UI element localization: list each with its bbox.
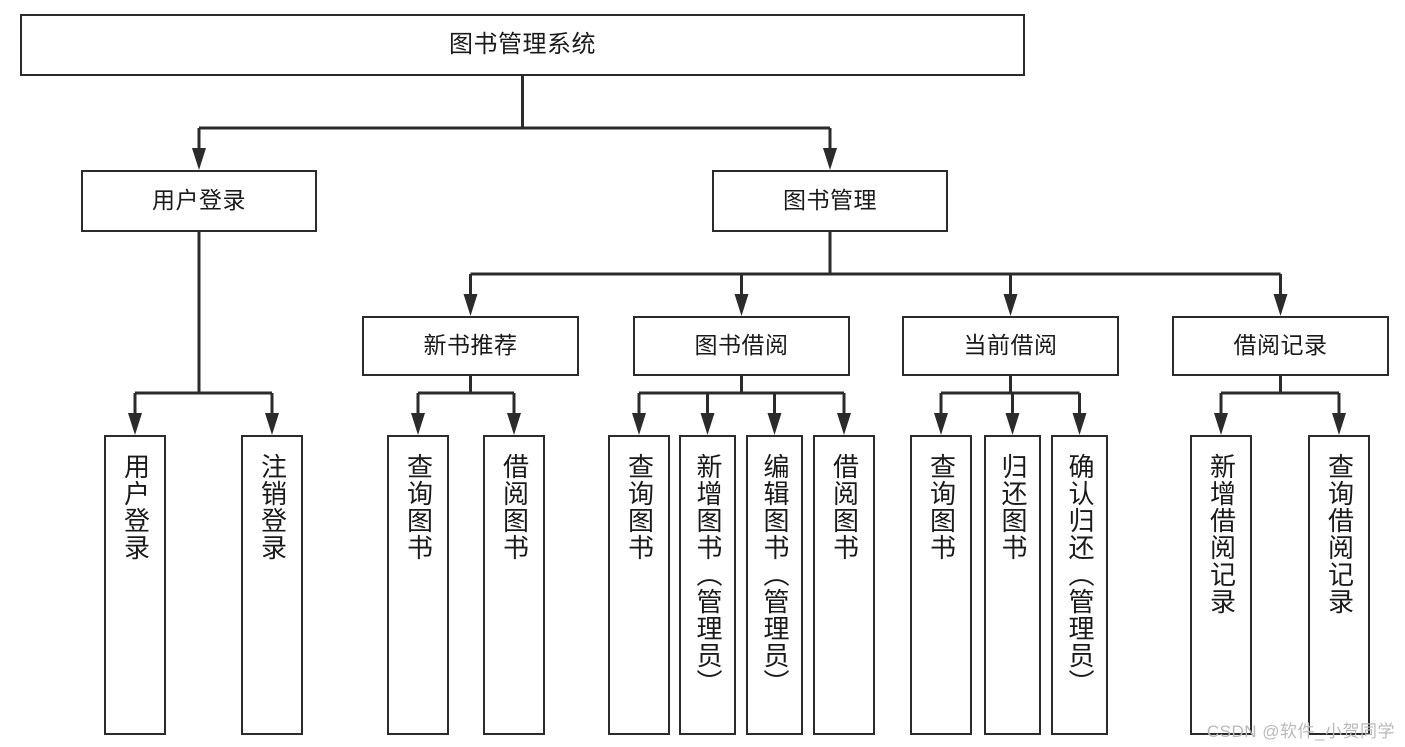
- node-label: 用户登录: [152, 187, 246, 214]
- node-label: 查询图书: [624, 453, 655, 561]
- node-label: 注销登录: [257, 453, 288, 561]
- node-label: 新增图书（管理员）: [693, 453, 724, 696]
- node-label: 查询图书: [926, 453, 957, 561]
- node-n8: 注销登录: [241, 435, 303, 735]
- node-label: 图书管理: [783, 187, 877, 214]
- watermark: CSDN @软件_小贺同学: [1206, 722, 1395, 741]
- node-n5: 当前借阅: [902, 316, 1119, 376]
- node-n7: 用户登录: [104, 435, 166, 735]
- node-label: 新增借阅记录: [1206, 453, 1237, 615]
- node-n14: 借阅图书: [813, 435, 875, 735]
- node-label: 图书管理系统: [449, 30, 596, 58]
- node-label: 新书推荐: [423, 332, 518, 359]
- node-n4: 图书借阅: [633, 316, 850, 376]
- node-label: 查询借阅记录: [1324, 453, 1355, 615]
- node-label: 借阅记录: [1233, 332, 1328, 359]
- node-n6: 借阅记录: [1172, 316, 1389, 376]
- node-n2: 图书管理: [712, 170, 948, 232]
- node-label: 用户登录: [120, 453, 151, 561]
- node-n17: 确认归还（管理员）: [1051, 435, 1108, 735]
- node-label: 借阅图书: [499, 453, 530, 561]
- node-label: 归还图书: [998, 453, 1029, 561]
- node-n15: 查询图书: [910, 435, 972, 735]
- node-label: 借阅图书: [829, 453, 860, 561]
- node-label: 查询图书: [403, 453, 434, 561]
- node-n9: 查询图书: [387, 435, 449, 735]
- node-n13: 编辑图书（管理员）: [746, 435, 803, 735]
- node-label: 确认归还（管理员）: [1065, 453, 1096, 696]
- node-label: 编辑图书（管理员）: [760, 453, 791, 696]
- node-n1: 用户登录: [81, 170, 317, 232]
- node-n18: 新增借阅记录: [1190, 435, 1252, 735]
- node-n19: 查询借阅记录: [1308, 435, 1370, 735]
- node-label: 当前借阅: [963, 332, 1058, 359]
- node-n3: 新书推荐: [362, 316, 579, 376]
- node-n12: 新增图书（管理员）: [679, 435, 736, 735]
- node-n0: 图书管理系统: [20, 14, 1025, 76]
- node-n11: 查询图书: [608, 435, 670, 735]
- node-label: 图书借阅: [694, 332, 789, 359]
- node-n16: 归还图书: [984, 435, 1041, 735]
- node-n10: 借阅图书: [483, 435, 545, 735]
